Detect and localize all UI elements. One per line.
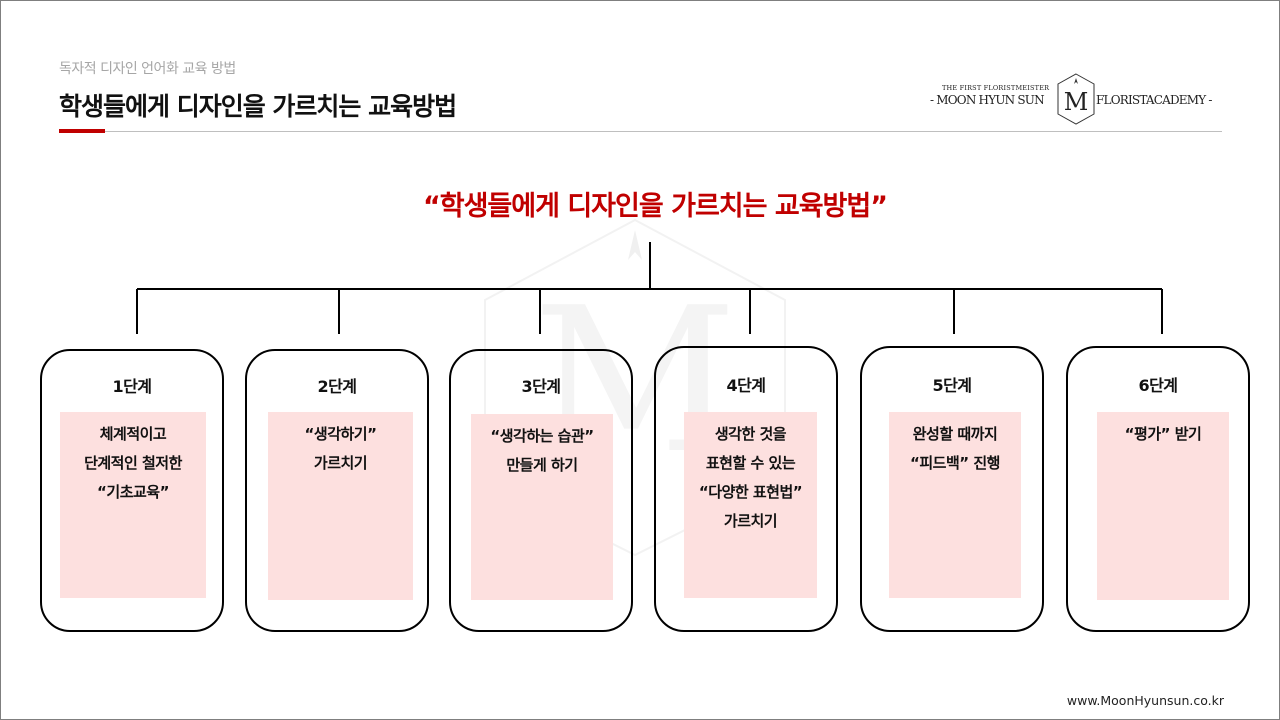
step-description: 생각한 것을 표현할 수 있는 “다양한 표현법” 가르치기	[698, 425, 803, 530]
step-description: “평가” 받기	[1124, 425, 1202, 443]
step-card-3: 3단계 “생각하는 습관” 만들게 하기	[449, 349, 633, 632]
logo-left-text: - MOON HYUN SUN	[930, 93, 1045, 107]
slide-subtitle: 독자적 디자인 언어화 교육 방법	[59, 61, 236, 77]
step-card-2: 2단계 “생각하기” 가르치기	[245, 349, 429, 632]
step-description-panel: 체계적이고 단계적인 철저한 “기초교육”	[60, 412, 206, 598]
logo-tagline: THE FIRST FLORISTMEISTER	[942, 84, 1050, 92]
step-description-panel: 완성할 때까지 “피드백” 진행	[889, 412, 1021, 598]
step-description: 완성할 때까지 “피드백” 진행	[910, 425, 1000, 472]
step-description: 체계적이고 단계적인 철저한 “기초교육”	[84, 425, 182, 501]
headline: “학생들에게 디자인을 가르치는 교육방법”	[423, 191, 888, 222]
step-description-panel: “생각하기” 가르치기	[268, 412, 413, 600]
step-card-1: 1단계 체계적이고 단계적인 철저한 “기초교육”	[40, 349, 224, 632]
step-card-4: 4단계 생각한 것을 표현할 수 있는 “다양한 표현법” 가르치기	[654, 346, 838, 632]
step-label: 1단계	[112, 377, 152, 396]
step-label: 3단계	[521, 377, 561, 396]
step-description-panel: “평가” 받기	[1097, 412, 1229, 600]
step-card-6: 6단계 “평가” 받기	[1066, 346, 1250, 632]
step-description: “생각하는 습관” 만들게 하기	[490, 427, 594, 474]
logo-emblem-letter: M	[1064, 88, 1089, 116]
step-description-panel: 생각한 것을 표현할 수 있는 “다양한 표현법” 가르치기	[684, 412, 817, 598]
step-label: 6단계	[1138, 376, 1178, 395]
step-label: 2단계	[317, 377, 357, 396]
title-accent-bar	[59, 129, 105, 133]
step-description-panel: “생각하는 습관” 만들게 하기	[471, 414, 613, 600]
step-label: 5단계	[932, 376, 972, 395]
academy-logo: THE FIRST FLORISTMEISTER - MOON HYUN SUN…	[930, 72, 1222, 126]
slide-title: 학생들에게 디자인을 가르치는 교육방법	[59, 92, 457, 121]
step-label: 4단계	[726, 376, 766, 395]
logo-emblem-icon: M	[1057, 73, 1095, 125]
step-description: “생각하기” 가르치기	[304, 425, 377, 472]
website-url: www.MoonHyunsun.co.kr	[1066, 693, 1224, 708]
title-divider	[59, 131, 1222, 132]
step-card-5: 5단계 완성할 때까지 “피드백” 진행	[860, 346, 1044, 632]
logo-right-text: FLORISTACADEMY -	[1096, 93, 1212, 107]
